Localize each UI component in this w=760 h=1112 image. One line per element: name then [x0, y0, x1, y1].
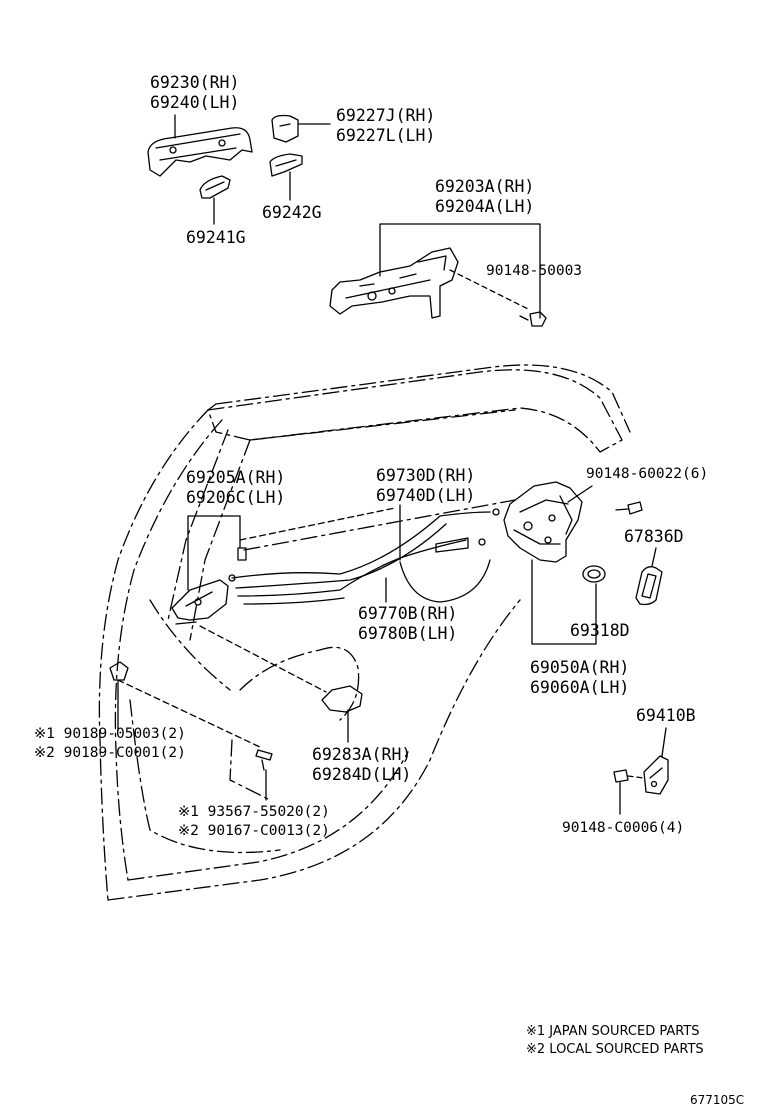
leader-bracket — [187, 515, 241, 591]
label-cap-rh: 69227J(RH) — [336, 106, 436, 125]
label-clip-1: ※1 90189-05003(2) — [34, 726, 186, 742]
leader-line — [199, 625, 327, 693]
handle-bezel — [321, 685, 363, 713]
label-lock-cover: 67836D — [624, 527, 684, 546]
handle-cap — [271, 114, 299, 143]
label-cable-a-rh: 69730D(RH) — [376, 466, 476, 485]
note-japan-sourced: ※1 JAPAN SOURCED PARTS — [526, 1024, 700, 1039]
leader-line — [239, 507, 396, 541]
striker-screw — [613, 769, 645, 783]
lock-seal — [582, 565, 606, 583]
label-lock-lh: 69060A(LH) — [530, 678, 630, 697]
label-lock-rh: 69050A(RH) — [530, 658, 630, 677]
frame-bolt — [519, 311, 547, 327]
leader-line — [567, 485, 593, 503]
trim-clip — [109, 661, 129, 681]
label-outer-handle-lh: 69240(LH) — [150, 93, 240, 112]
label-outer-handle-rh: 69230(RH) — [150, 73, 240, 92]
label-clip-2: ※2 90189-C0001(2) — [34, 745, 186, 761]
label-frame-lh: 69204A(LH) — [435, 197, 535, 216]
label-cable-a-lh: 69740D(LH) — [376, 486, 476, 505]
outer-door-handle — [147, 127, 253, 177]
handle-pad-b — [199, 175, 231, 199]
leader-line — [661, 727, 667, 757]
leader-line — [449, 269, 531, 311]
label-lock-screw: 90148-60022(6) — [586, 466, 709, 482]
label-inner-handle-rh: 69205A(RH) — [186, 468, 286, 487]
door-striker — [643, 755, 669, 795]
label-lock-seal: 69318D — [570, 621, 630, 640]
inner-handle-clip — [237, 547, 247, 561]
leader-bracket — [531, 559, 597, 645]
door-lock-assembly — [503, 481, 583, 563]
lock-cover — [635, 566, 663, 606]
label-screw-2: ※2 90167-C0013(2) — [178, 823, 330, 839]
label-pad-b: 69241G — [186, 228, 246, 247]
label-screw-1: ※1 93567-55020(2) — [178, 804, 330, 820]
label-bezel-rh: 69283A(RH) — [312, 745, 412, 764]
label-cable-b-lh: 69780B(LH) — [358, 624, 458, 643]
leader-bracket — [379, 223, 541, 319]
label-frame-rh: 69203A(RH) — [435, 177, 535, 196]
label-cable-b-rh: 69770B(RH) — [358, 604, 458, 623]
label-cap-lh: 69227L(LH) — [336, 126, 436, 145]
lock-screw — [615, 501, 643, 515]
inner-door-handle — [171, 579, 229, 625]
label-bezel-lh: 69284D(LH) — [312, 765, 412, 784]
diagram-code: 677105C — [690, 1093, 745, 1107]
leader-line — [651, 547, 657, 567]
leader-line — [117, 679, 263, 749]
handle-screw — [255, 749, 273, 771]
lock-cable-b — [237, 537, 491, 605]
label-pad-a: 69242G — [262, 203, 322, 222]
label-frame-bolt: 90148-50003 — [486, 263, 583, 279]
label-striker-screw: 90148-C0006(4) — [562, 820, 685, 836]
lock-cable-a — [228, 508, 500, 589]
label-inner-handle-lh: 69206C(LH) — [186, 488, 286, 507]
handle-pad-a — [269, 153, 303, 177]
note-local-sourced: ※2 LOCAL SOURCED PARTS — [526, 1042, 704, 1057]
door-outline — [98, 364, 631, 901]
handle-frame — [329, 247, 459, 319]
label-striker: 69410B — [636, 706, 696, 725]
